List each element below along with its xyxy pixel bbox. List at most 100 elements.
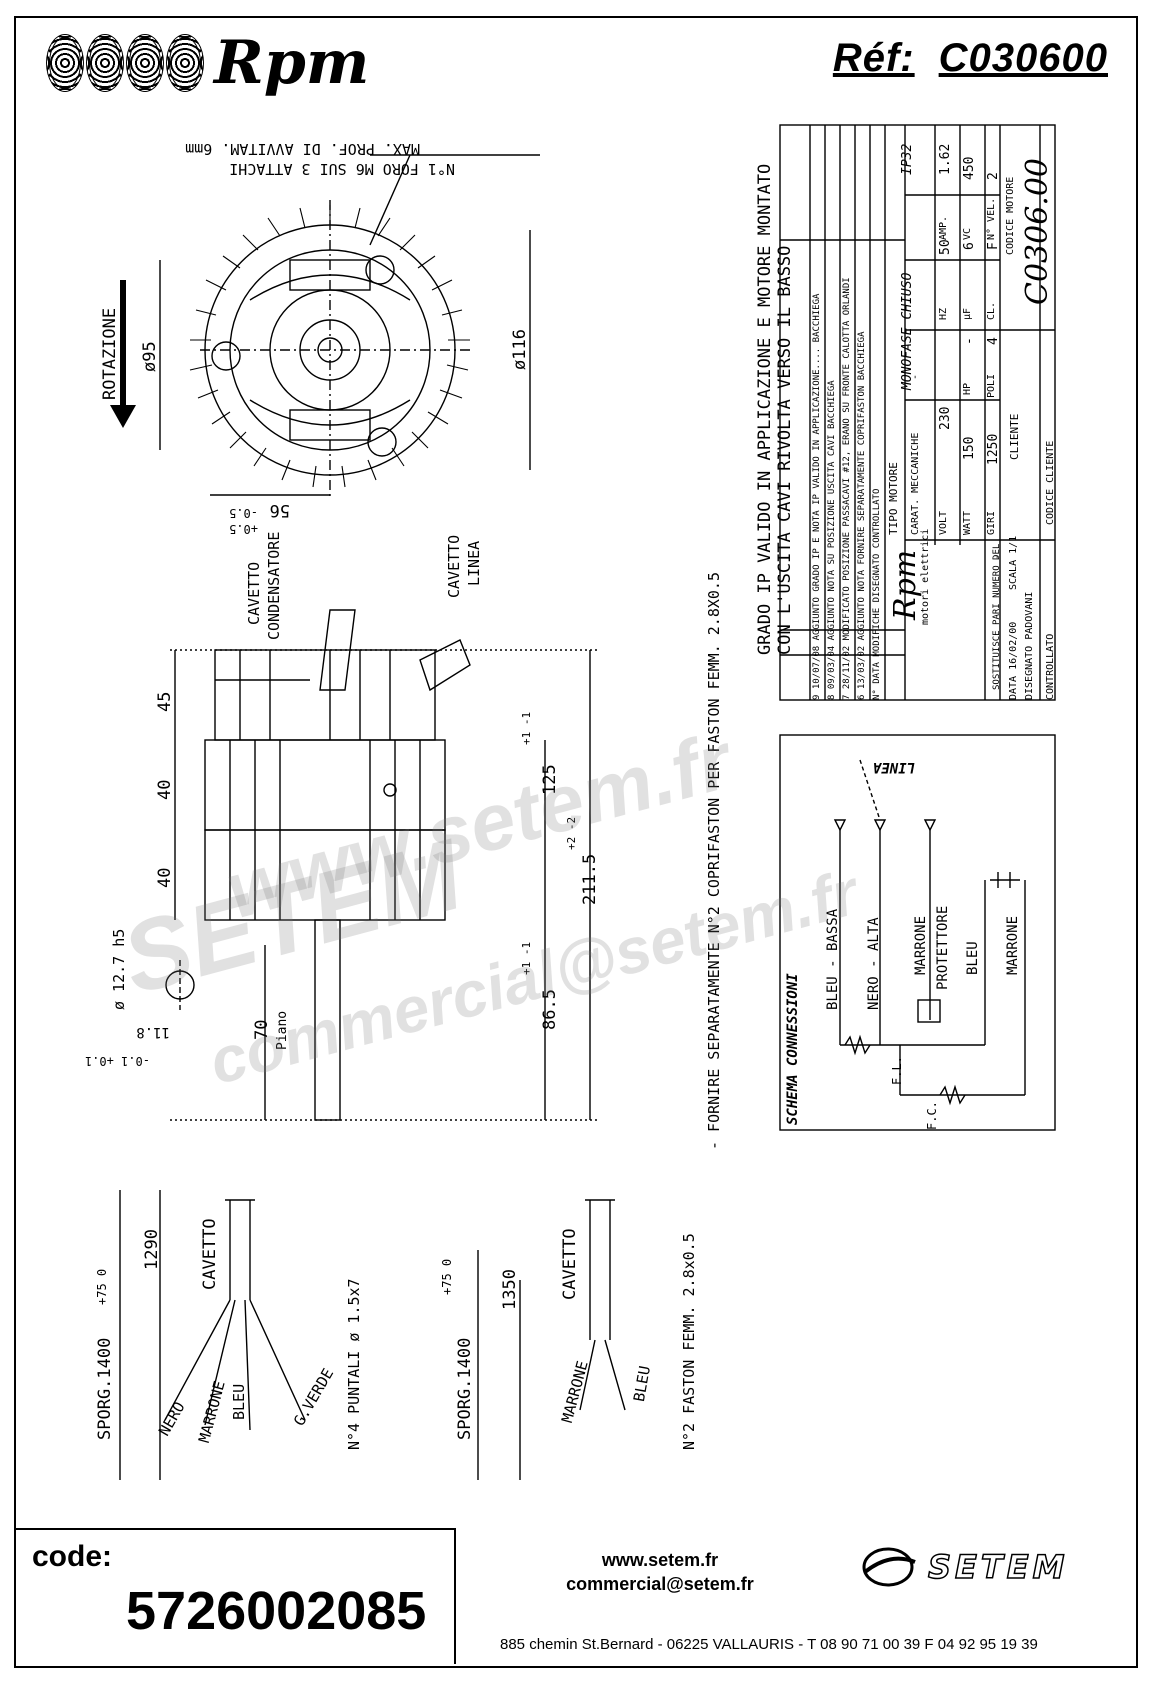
- code-value: 5726002085: [126, 1581, 427, 1641]
- codice-motore: C0306.00: [1020, 157, 1055, 305]
- hp: -: [962, 337, 977, 345]
- volt: 230: [938, 406, 953, 430]
- title-block-brand: Rpm: [888, 549, 923, 620]
- hole-note-1: N°1 FORO M6 SUI 3 ATTACHI: [229, 160, 455, 178]
- code-label: code:: [32, 1540, 113, 1573]
- schema-linea: LINEA: [872, 759, 915, 775]
- rotation-arrow-icon: [110, 280, 136, 428]
- cable-condenser-label-2: CONDENSATORE: [265, 531, 283, 640]
- dim-40a: 40: [155, 779, 175, 800]
- volt-label: VOLT: [938, 510, 949, 535]
- footer-code-box: code: 5726002085: [16, 1528, 456, 1664]
- giri-label: GIRI: [986, 510, 997, 535]
- rev-row-8: 8 09/03/04 AGGIUNTO NOTA SU POSIZIONE US…: [827, 380, 837, 700]
- vel: 2: [986, 172, 1001, 180]
- dim-125-tol: +1 -1: [520, 711, 533, 745]
- title-block-grid: [779, 124, 1056, 701]
- vc-label: VC: [962, 227, 973, 240]
- dim-45: 45: [155, 691, 175, 712]
- rev-row-9: 9 10/07/08 AGGIUNTO GRADO IP E NOTA IP V…: [812, 293, 822, 700]
- carat-label: CARAT. MECCANICHE: [910, 432, 921, 535]
- wire-bleu-left: BLEU: [230, 1383, 248, 1420]
- hole-note-2: MAX. PROF. DI AVVITAM. 6mm: [185, 140, 420, 158]
- uf-label: µF: [962, 307, 973, 320]
- faston-note: - FORNIRE SEPARATAMENTE N°2 COPRIFASTON …: [705, 572, 723, 1150]
- tipo-motore-label: TIPO MOTORE: [887, 462, 900, 535]
- wire-marrone: MARRONE: [913, 915, 929, 975]
- hz-label: HZ: [938, 307, 949, 320]
- rev-header: N° DATA MODIFICHE DISEGNATO CONTROLLATO: [872, 488, 882, 700]
- rotation-label: ROTAZIONE: [100, 307, 120, 400]
- dim-56-tol-plus: +0.5: [229, 522, 258, 536]
- giri: 1250: [986, 433, 1001, 465]
- poli-label: POLI: [986, 373, 997, 398]
- schema-wiring: [833, 759, 1026, 1106]
- ref-value: C030600: [938, 36, 1108, 80]
- cable-right: [477, 1199, 626, 1480]
- ref-label: Réf:: [832, 36, 915, 80]
- dim-56: 56: [269, 500, 290, 520]
- amp: 1.62: [938, 143, 953, 175]
- ip-rating: IP32: [900, 143, 915, 175]
- company-sub: motori elettrici: [920, 528, 931, 625]
- sostituisce-value: -: [992, 553, 1003, 560]
- dim-2115: 211.5: [580, 853, 600, 905]
- wire-nero-alta: NERO - ALTA: [866, 917, 882, 1010]
- email-link[interactable]: commercial@setem.fr: [566, 1574, 754, 1594]
- schema-box: [779, 734, 1056, 1131]
- setem-logo: SETEM: [860, 1542, 1068, 1592]
- cable-line-label: CAVETTO: [445, 534, 463, 598]
- dim-116: ø116: [510, 329, 530, 370]
- flat-dim-tol: -0.1 +0.1: [84, 1054, 150, 1068]
- rpm-logo: Rpm: [46, 28, 370, 98]
- cable-right-sporg: SPORG.1400: [455, 1337, 475, 1440]
- cable-line-label-2: LINEA: [465, 540, 483, 586]
- rev-row-7: 7 28/11/02 MODIFICATO POSIZIONE PASSACAV…: [842, 277, 852, 700]
- codice-cliente-label: CODICE CLIENTE: [1045, 440, 1056, 525]
- cable-right-note: N°2 FASTON FEMM. 2.8x0.5: [680, 1233, 698, 1450]
- cable-right-cavetto: CAVETTO: [560, 1228, 580, 1300]
- watt: 150: [962, 436, 977, 460]
- address: 885 chemin St.Bernard - 06225 VALLAURIS …: [500, 1636, 1038, 1653]
- codice-motore-label: CODICE MOTORE: [1005, 176, 1016, 255]
- page-frame: [14, 16, 1138, 1668]
- dim-56-tol-minus: -0.5: [229, 506, 258, 520]
- hp-label: HP: [962, 382, 973, 395]
- cable-right-sporg-tol: +75 0: [440, 1258, 454, 1295]
- website-link[interactable]: www.setem.fr: [601, 1550, 719, 1570]
- scala-label: SCALA 1/1: [1008, 535, 1019, 590]
- watt-label: WATT: [962, 510, 973, 535]
- amp-label: AMP.: [938, 215, 949, 240]
- vel-label: N° VEL.: [986, 197, 997, 240]
- coil-logo-icon: [46, 34, 204, 92]
- controllato-label: CONTROLLATO: [1045, 633, 1056, 700]
- poli: 4: [986, 337, 1001, 345]
- wire-bleu: BLEU: [965, 941, 981, 975]
- wire-marrone-2: MARRONE: [1005, 915, 1021, 975]
- vc: 450: [962, 156, 977, 180]
- ip-note-1: GRADO IP VALIDO IN APPLICAZIONE E MOTORE…: [755, 163, 775, 655]
- disegnato-label: DISEGNATO PADOVANI: [1024, 591, 1035, 700]
- tipo-motore: MONOFASE CHIUSO: [900, 272, 915, 390]
- schema-fc: F.C.: [925, 1101, 939, 1130]
- ip-note-2: CON L'USCITA CAVI RIVOLTA VERSO IL BASSO: [775, 245, 795, 655]
- dim-95: ø95: [140, 341, 160, 372]
- setem-swoosh-icon: [862, 1547, 916, 1587]
- cl: F: [986, 242, 1001, 250]
- schema-fl: F.L.: [890, 1056, 904, 1085]
- sostituisce-label: SOSTITUISCE PARI NUMERO DEL: [992, 543, 1002, 690]
- hz: 50: [938, 239, 953, 255]
- uf: 6: [962, 242, 977, 250]
- cl-label: CL.: [986, 301, 997, 320]
- data-label: DATA 16/02/00: [1008, 621, 1019, 700]
- setem-logo-text: SETEM: [927, 1547, 1069, 1587]
- cable-left-sporg-tol: +75 0: [95, 1268, 109, 1305]
- cable-left-cavetto: CAVETTO: [200, 1218, 220, 1290]
- carat-value: -: [910, 373, 921, 380]
- cliente-label: CLIENTE: [1008, 413, 1021, 460]
- brand-name: Rpm: [214, 28, 370, 98]
- wire-protettore: PROTETTORE: [935, 905, 951, 990]
- schema-title: SCHEMA CONNESSIONI: [785, 973, 801, 1125]
- cable-left-len: 1290: [142, 1229, 162, 1270]
